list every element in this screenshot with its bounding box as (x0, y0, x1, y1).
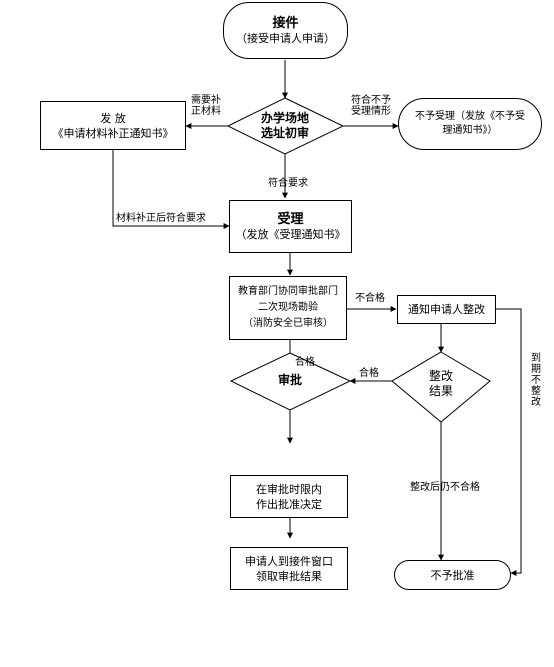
supplement-node: 发 放 《申请材料补正通知书》 (40, 101, 186, 150)
edge-label-still-fail: 整改后仍不合格 (410, 482, 480, 493)
collect-node: 申请人到接件窗口 领取审批结果 (230, 547, 348, 590)
edge-label-overdue: 到期不整改 (531, 353, 541, 408)
reject-line1: 不予受理（发放《不予受 (415, 111, 525, 122)
collect-line2: 领取审批结果 (256, 569, 322, 583)
edge-label-pass-1: 合格 (295, 357, 315, 368)
notify-node: 通知申请人整改 (397, 295, 496, 324)
edge-label-not-meet: 符合不予 受理情形 (351, 95, 391, 117)
supplement-line2: 《申请材料补正通知书》 (52, 126, 174, 140)
decision-line2: 作出批准决定 (256, 497, 322, 511)
accept-sub: （发放《受理通知书》 (235, 227, 346, 241)
inspect-line2: 二次现场勘验 (258, 302, 318, 313)
approve-diamond (229, 352, 352, 411)
need-supplement-line2: 正材料 (191, 106, 221, 117)
inspect-line1: 教育部门协同审批部门 (238, 286, 338, 297)
approve-node: 审批 (260, 373, 320, 388)
collect-line1: 申请人到接件窗口 (245, 554, 333, 568)
supplement-line1: 发 放 (100, 111, 126, 125)
approve-label: 审批 (277, 373, 302, 387)
rectify-line2: 结果 (428, 384, 453, 398)
edge-label-meets: 符合要求 (268, 178, 308, 189)
not-meet-line2: 受理情形 (351, 106, 391, 117)
decision-node: 在审批时限内 作出批准决定 (230, 475, 348, 518)
edge-label-pass-2: 合格 (359, 368, 379, 379)
inspect-node: 教育部门协同审批部门 二次现场勘验 （消防安全已审核） (229, 276, 347, 340)
deny-label: 不予批准 (430, 568, 475, 582)
deny-node: 不予批准 (394, 560, 511, 590)
not-meet-line1: 符合不予 (351, 95, 391, 106)
inspect-line3: （消防安全已审核） (243, 318, 333, 329)
edge-label-fail: 不合格 (355, 293, 385, 304)
decision-line1: 在审批时限内 (256, 482, 322, 496)
review-diamond (226, 97, 345, 155)
review-line2: 选址初审 (260, 126, 309, 140)
edge-supplement-accept (112, 150, 230, 229)
review-line1: 办学场地 (260, 111, 309, 125)
rectify-node: 整改 结果 (411, 369, 471, 399)
edge-notify-deny (496, 308, 522, 576)
need-supplement-line1: 需要补 (191, 95, 221, 106)
edge-label-after-supplement: 材料补正后符合要求 (116, 213, 206, 224)
review-node: 办学场地 选址初审 (238, 111, 332, 141)
reject-node: 不予受理（发放《不予受 理通知书》） (398, 98, 542, 150)
start-title: 接件 (272, 15, 299, 31)
edge-label-need-supplement: 需要补 正材料 (191, 95, 221, 117)
rectify-diamond (391, 351, 491, 423)
start-sub: （接受申请人申请） (236, 31, 335, 45)
accept-title: 受理 (277, 211, 304, 227)
accept-node: 受理 （发放《受理通知书》 (229, 200, 352, 253)
reject-line2: 理通知书》） (442, 125, 498, 136)
notify-label: 通知申请人整改 (408, 303, 485, 316)
start-node: 接件 （接受申请人申请） (223, 2, 348, 59)
rectify-line1: 整改 (428, 369, 453, 383)
